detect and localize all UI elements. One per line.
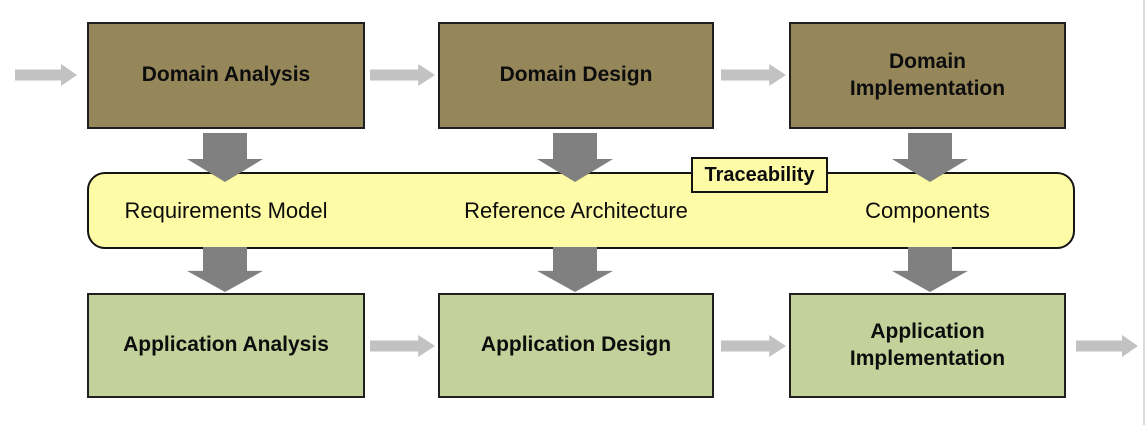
- domain-design-box: Domain Design: [438, 22, 714, 129]
- down-arrow-domain-design-to-band: [537, 133, 613, 182]
- down-arrow-band-to-application-design: [537, 247, 613, 292]
- down-arrow-domain-analysis-to-band: [187, 133, 263, 182]
- down-arrow-domain-implementation-to-band: [892, 133, 968, 182]
- application-implementation-box: Application Implementation: [789, 293, 1066, 398]
- flow-arrow-into-domain-analysis: [15, 64, 77, 86]
- flow-arrow-domain-design-to-implementation: [721, 64, 786, 86]
- components-label: Components: [865, 197, 990, 223]
- requirements-model-label: Requirements Model: [124, 197, 328, 223]
- flow-arrow-application-design-to-implementation: [721, 335, 786, 357]
- flow-arrow-application-analysis-to-design: [370, 335, 435, 357]
- application-analysis-box: Application Analysis: [87, 293, 365, 398]
- traceability-tag: Traceability: [691, 157, 828, 193]
- down-arrow-band-to-application-analysis: [187, 247, 263, 292]
- flow-arrow-out-of-application-implementation: [1076, 335, 1138, 357]
- page-edge-line: [1143, 0, 1145, 425]
- reference-architecture-label: Reference Architecture: [464, 197, 688, 223]
- down-arrow-band-to-application-implementation: [892, 247, 968, 292]
- domain-analysis-box: Domain Analysis: [87, 22, 365, 129]
- domain-implementation-box: Domain Implementation: [789, 22, 1066, 129]
- flow-arrow-domain-analysis-to-design: [370, 64, 435, 86]
- application-design-box: Application Design: [438, 293, 714, 398]
